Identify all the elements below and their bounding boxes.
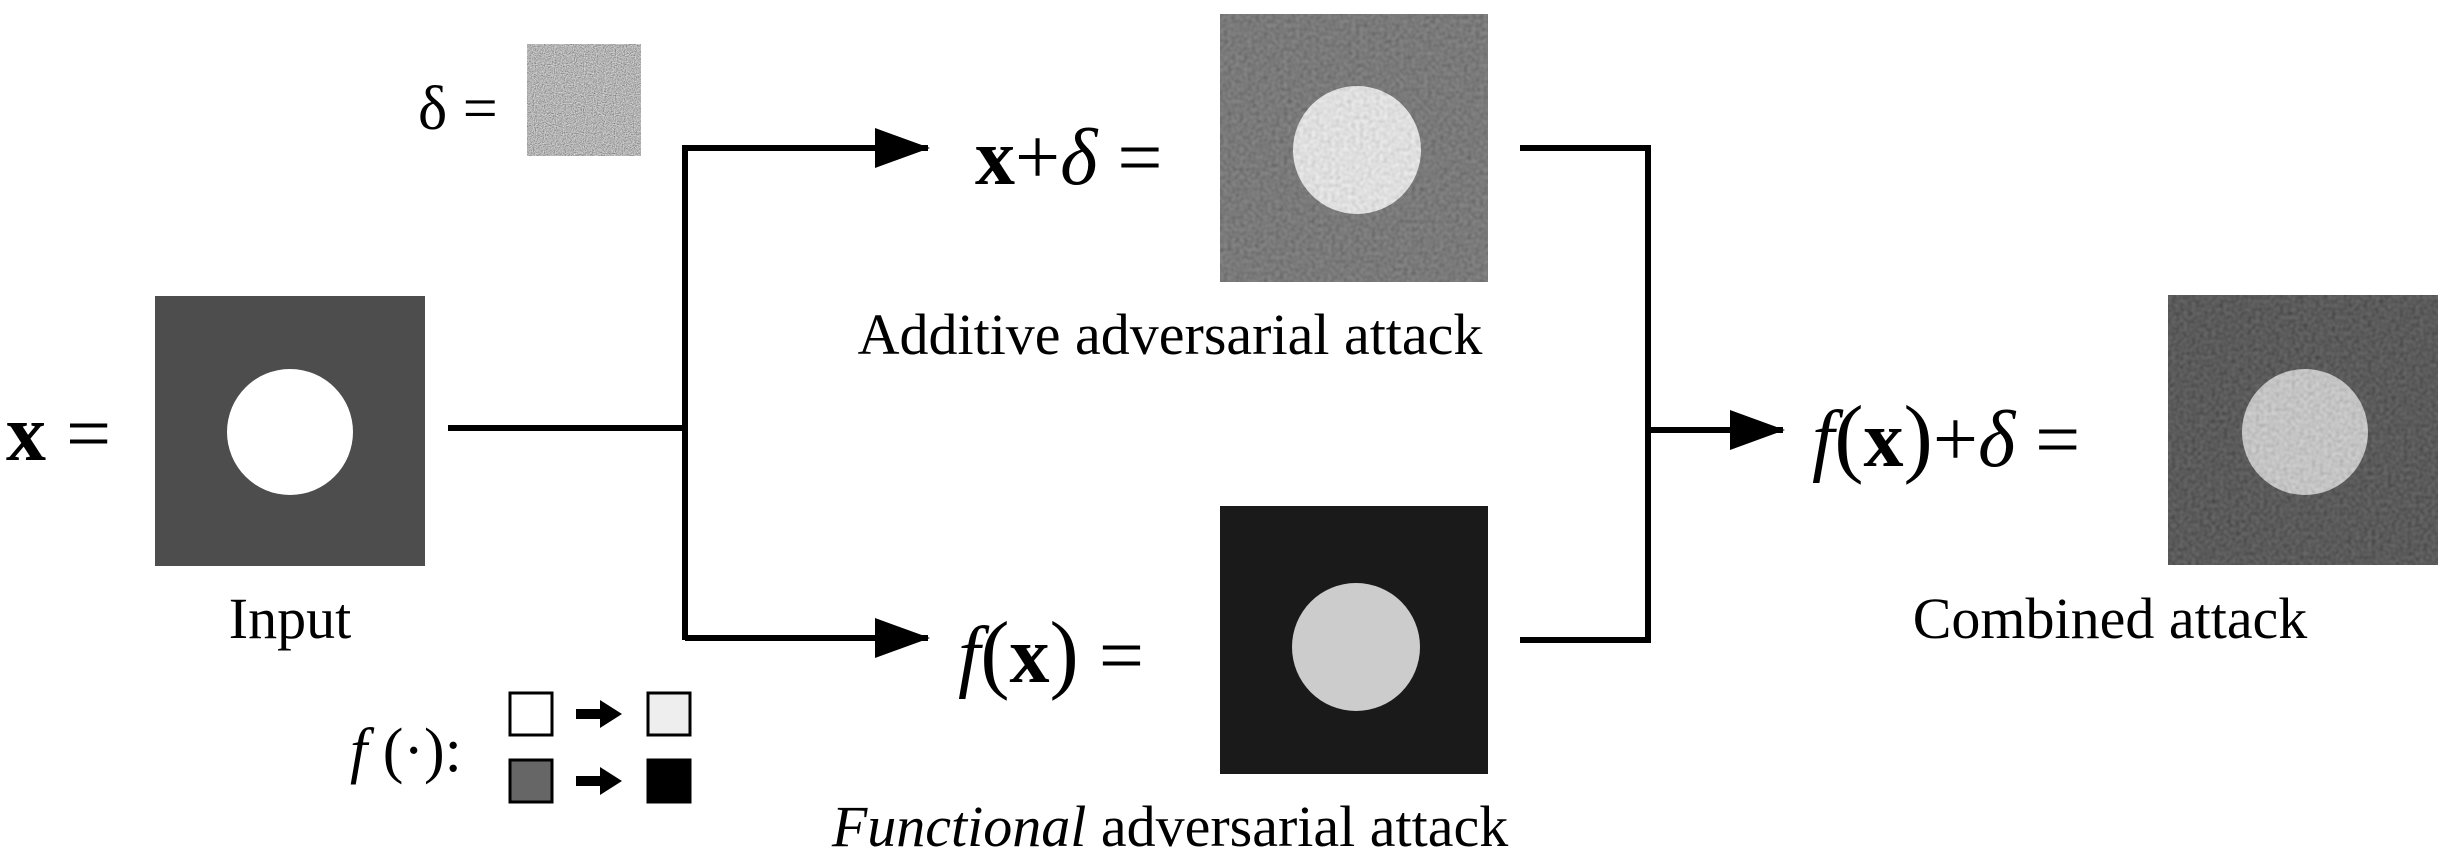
arrowhead-combined bbox=[1730, 410, 1785, 450]
combined-attack-image bbox=[2168, 295, 2438, 565]
paren-open: ( bbox=[1834, 389, 1864, 486]
plus-sign: + bbox=[1015, 114, 1061, 202]
legend-black-square bbox=[646, 758, 692, 804]
additive-caption: Additive adversarial attack bbox=[857, 302, 1483, 367]
legend-gray-square bbox=[508, 758, 554, 804]
function-legend-label: f (·): bbox=[350, 717, 462, 785]
paren-close: ) bbox=[1903, 389, 1933, 486]
additive-attack-image bbox=[1220, 14, 1488, 282]
input-caption: Input bbox=[228, 586, 352, 651]
equals-sign: = bbox=[1117, 114, 1163, 202]
arrowhead-additive bbox=[875, 128, 930, 168]
legend-white-square bbox=[508, 691, 554, 737]
plus-sign: + bbox=[1932, 396, 1978, 484]
combined-caption: Combined attack bbox=[1912, 586, 2308, 651]
delta-symbol: δ bbox=[1060, 114, 1098, 202]
arrowheads bbox=[875, 128, 1785, 658]
delta-symbol: δ bbox=[1977, 396, 2016, 484]
input-image bbox=[155, 296, 425, 566]
arrowhead-functional bbox=[875, 618, 930, 658]
functional-equation: f(x) = bbox=[958, 610, 1144, 698]
input-equation: x = bbox=[6, 394, 111, 474]
combined-equation: f(x)+δ = bbox=[1812, 394, 2080, 482]
x-symbol: x bbox=[975, 114, 1015, 202]
paren-open: ( bbox=[980, 605, 1010, 702]
functional-rest: adversarial attack bbox=[1086, 794, 1509, 859]
legend-arrow-icon bbox=[576, 700, 622, 728]
delta-symbol: δ bbox=[418, 75, 448, 143]
legend-light-square bbox=[646, 691, 692, 737]
equals-sign: = bbox=[66, 390, 112, 478]
equals-sign: = bbox=[1098, 612, 1144, 700]
functional-word: Functional bbox=[831, 794, 1087, 859]
functional-attack-image bbox=[1220, 506, 1488, 774]
x-symbol: x bbox=[1009, 612, 1050, 700]
delta-equation: δ = bbox=[418, 78, 498, 140]
paren-close: ) bbox=[1049, 605, 1079, 702]
function-legend bbox=[508, 691, 692, 804]
functional-caption: Functional adversarial attack bbox=[790, 798, 1550, 856]
f-symbol: f bbox=[1812, 396, 1835, 484]
equals-sign: = bbox=[462, 75, 498, 143]
legend-arrows bbox=[576, 700, 622, 795]
equals-sign: = bbox=[2035, 396, 2081, 484]
connector-lines bbox=[448, 144, 1784, 643]
legend-arrow-icon bbox=[576, 767, 622, 795]
additive-equation: x+δ = bbox=[975, 118, 1162, 198]
delta-noise-image bbox=[527, 44, 641, 156]
x-symbol: x bbox=[1863, 396, 1904, 484]
x-symbol: x bbox=[6, 390, 46, 478]
f-symbol: f bbox=[958, 612, 981, 700]
additive-out-line bbox=[1520, 145, 1651, 643]
